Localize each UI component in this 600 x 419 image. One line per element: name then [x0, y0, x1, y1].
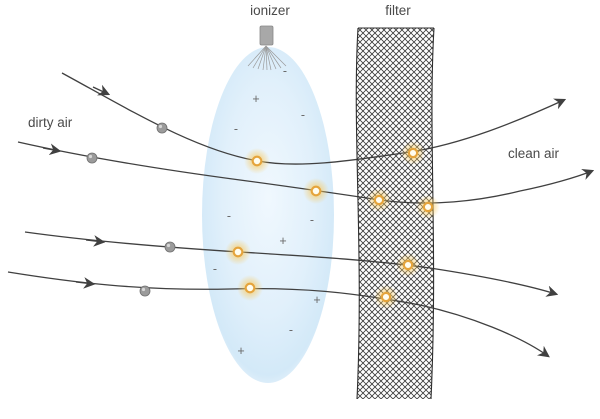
air-flow-lines: [7, 72, 595, 358]
ionizer-nozzle-icon: [259, 25, 274, 46]
ionization-field: [202, 47, 334, 383]
charged-particle-icon: [422, 201, 434, 213]
charge-symbol: -: [310, 213, 314, 227]
charged-particles: [232, 147, 434, 303]
filter-label: filter: [385, 3, 411, 18]
filter-edge-right: [430, 27, 435, 400]
charge-symbol: +: [313, 293, 320, 307]
charge-symbol: +: [279, 234, 286, 248]
flow-arrowhead-icon: [92, 84, 111, 96]
diagram-labels: ionizer filter dirty air clean air: [28, 3, 560, 161]
charged-particle-icon: [310, 185, 322, 197]
flow-line-3: [24, 231, 559, 297]
charge-symbol: -: [301, 108, 305, 122]
dirty-air-label: dirty air: [28, 115, 73, 130]
charged-particle-icon: [232, 246, 244, 258]
charge-symbols: - + - - - - + - + - +: [213, 64, 321, 358]
flow-line-2: [17, 141, 595, 204]
flow-arrowhead-icon: [42, 143, 62, 156]
flow-arrowhead-icon: [85, 235, 106, 247]
dirty-particles: [86, 122, 176, 297]
charged-particle-icon: [402, 259, 414, 271]
dirty-particle-icon: [164, 241, 176, 253]
charge-symbol: -: [289, 323, 293, 337]
dirty-particle-icon: [156, 122, 168, 134]
charge-symbol: -: [234, 122, 238, 136]
charged-particle-icon: [380, 291, 392, 303]
charged-particle-icon: [407, 147, 419, 159]
flow-line-1: [61, 72, 567, 165]
charged-particle-icon: [373, 194, 385, 206]
ionizer-label: ionizer: [250, 3, 290, 18]
flow-arrowhead-icon: [75, 277, 96, 289]
charge-symbol: -: [227, 209, 231, 223]
charge-symbol: +: [252, 92, 259, 106]
clean-air-label: clean air: [508, 146, 560, 161]
flow-line-4: [7, 271, 550, 358]
filter-band: [356, 28, 434, 399]
dirty-particle-highlights: [88, 124, 171, 292]
charge-symbol: +: [237, 344, 244, 358]
charged-particle-icon: [244, 282, 256, 294]
charge-symbol: -: [213, 262, 217, 276]
charged-particle-icon: [251, 155, 263, 167]
charge-symbol: -: [283, 64, 287, 78]
ionizer-spray: [247, 45, 287, 71]
filter-edge-left: [355, 27, 360, 400]
dirty-particle-icon: [86, 152, 98, 164]
dirty-particle-icon: [139, 285, 151, 297]
